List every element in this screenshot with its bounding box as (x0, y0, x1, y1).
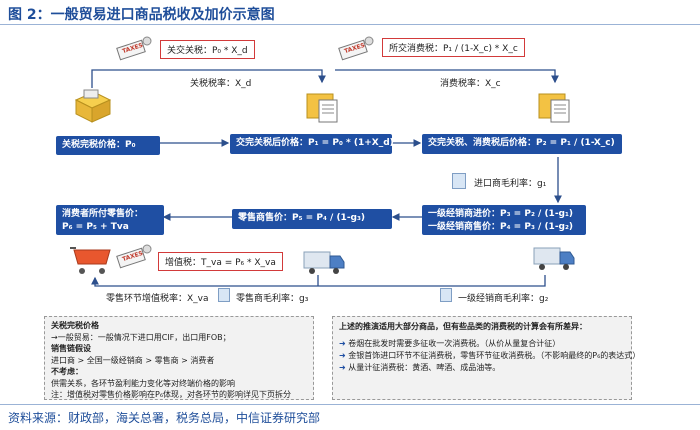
bottom-divider (0, 404, 700, 405)
first-level-purchase: 一级经销商进价：P₃ = P₂ / (1-g₁) (428, 209, 574, 219)
after-consumption-box: 交完关税、消费税后价格：P₂ = P₁ / (1-X_c) (422, 134, 622, 154)
consumption-rate-label: 消费税率：X_c (440, 79, 501, 89)
truck-icon (532, 244, 576, 272)
calculator-icon (452, 173, 466, 189)
source-note: 资料来源：财政部，海关总署，税务总局，中信证券研究部 (8, 411, 321, 425)
consumer-price-label: 消费者所付零售价： (62, 209, 144, 219)
tariff-rate-label: 关税税率：X_d (190, 79, 252, 89)
arrow-tariff (91, 69, 326, 88)
note-item: ➜ 卷烟在批发时需要多征收一次消费税。（从价从量复合计征） (339, 339, 561, 348)
document-icon (537, 90, 573, 124)
tariff-paid-box: 关交关税：P₀ * X_d (160, 40, 255, 59)
retail-vat-rate-label: 零售环节增值税率：X_va (106, 294, 209, 304)
tax-tag-icon: TAXES (116, 36, 152, 62)
customs-price-box: 关税完税价格：P₀ (56, 136, 160, 155)
package-icon (72, 88, 114, 124)
import-margin-label: 进口商毛利率：g₁ (474, 179, 547, 189)
note-line: 销售链假设 (51, 344, 91, 353)
note-line: 关税完税价格 (51, 321, 99, 330)
tax-tag-icon: TAXES (338, 36, 374, 62)
top-divider (0, 24, 700, 25)
after-tariff-box: 交完关税后价格：P₁ = P₀ * (1+X_d) (230, 134, 394, 154)
distributor-margin-label: 一级经销商毛利率：g₂ (458, 294, 549, 304)
right-notes-panel: 上述的推演适用大部分商品，但有些品类的消费税的计算会有所差异： ➜ 卷烟在批发时… (332, 316, 641, 400)
first-level-sale: 一级经销商售价：P₄ = P₃ / (1-g₂) (428, 222, 574, 232)
vat-box: 增值税：T_va = P₆ * X_va (158, 252, 283, 271)
note-item: ➜ 从量计征消费税：黄酒、啤酒、成品油等。 (339, 363, 501, 372)
note-item: ➜ 金银首饰进口环节不征消费税，零售环节征收消费税。（不影响最终的P₆的表达式） (339, 351, 641, 360)
retail-price-box: 零售商售价：P₅ = P₄ / (1-g₃) (232, 209, 392, 229)
figure-title: 图 2：一般贸易进口商品税收及加价示意图 (8, 7, 275, 23)
document-icon (305, 90, 341, 124)
note-line: 注：增值税对零售价格影响在P₆体现，对各环节的影响详见下页拆分 (51, 390, 292, 399)
consumer-price-box: 消费者所付零售价： P₆ = P₅ + Tva (56, 205, 164, 235)
note-line: 不考虑： (51, 367, 83, 376)
note-line: →一般贸易：一般情况下进口用CIF，出口用FOB； (51, 332, 231, 342)
right-notes-header: 上述的推演适用大部分商品，但有些品类的消费税的计算会有所差异： (339, 322, 587, 331)
shopping-cart-icon (70, 246, 114, 276)
left-notes-panel: 关税完税价格 →一般贸易：一般情况下进口用CIF，出口用FOB； 销售链假设 进… (44, 316, 314, 400)
retail-margin-label: 零售商毛利率：g₃ (236, 294, 309, 304)
note-line: 供需关系，各环节盈利能力变化等对终端价格的影响 (51, 378, 235, 388)
arrow-bullet-icon: ➜ (339, 351, 346, 360)
calculator-icon (440, 288, 452, 302)
truck-icon (302, 248, 346, 276)
arrow-bullet-icon: ➜ (339, 339, 346, 348)
note-line: 进口商 > 全国一级经销商 > 零售商 > 消费者 (51, 355, 215, 365)
consumption-tax-box: 所交消费税：P₁ / (1-X_c) * X_c (382, 38, 525, 57)
arrow-bottom (91, 275, 546, 287)
first-level-box: 一级经销商进价：P₃ = P₂ / (1-g₁) 一级经销商售价：P₄ = P₃… (422, 205, 586, 235)
arrow-bullet-icon: ➜ (339, 363, 346, 372)
consumer-price-formula: P₆ = P₅ + Tva (62, 222, 129, 232)
calculator-icon (218, 288, 230, 302)
arrow-consumption (335, 69, 559, 84)
tax-tag-icon: TAXES (116, 244, 152, 270)
